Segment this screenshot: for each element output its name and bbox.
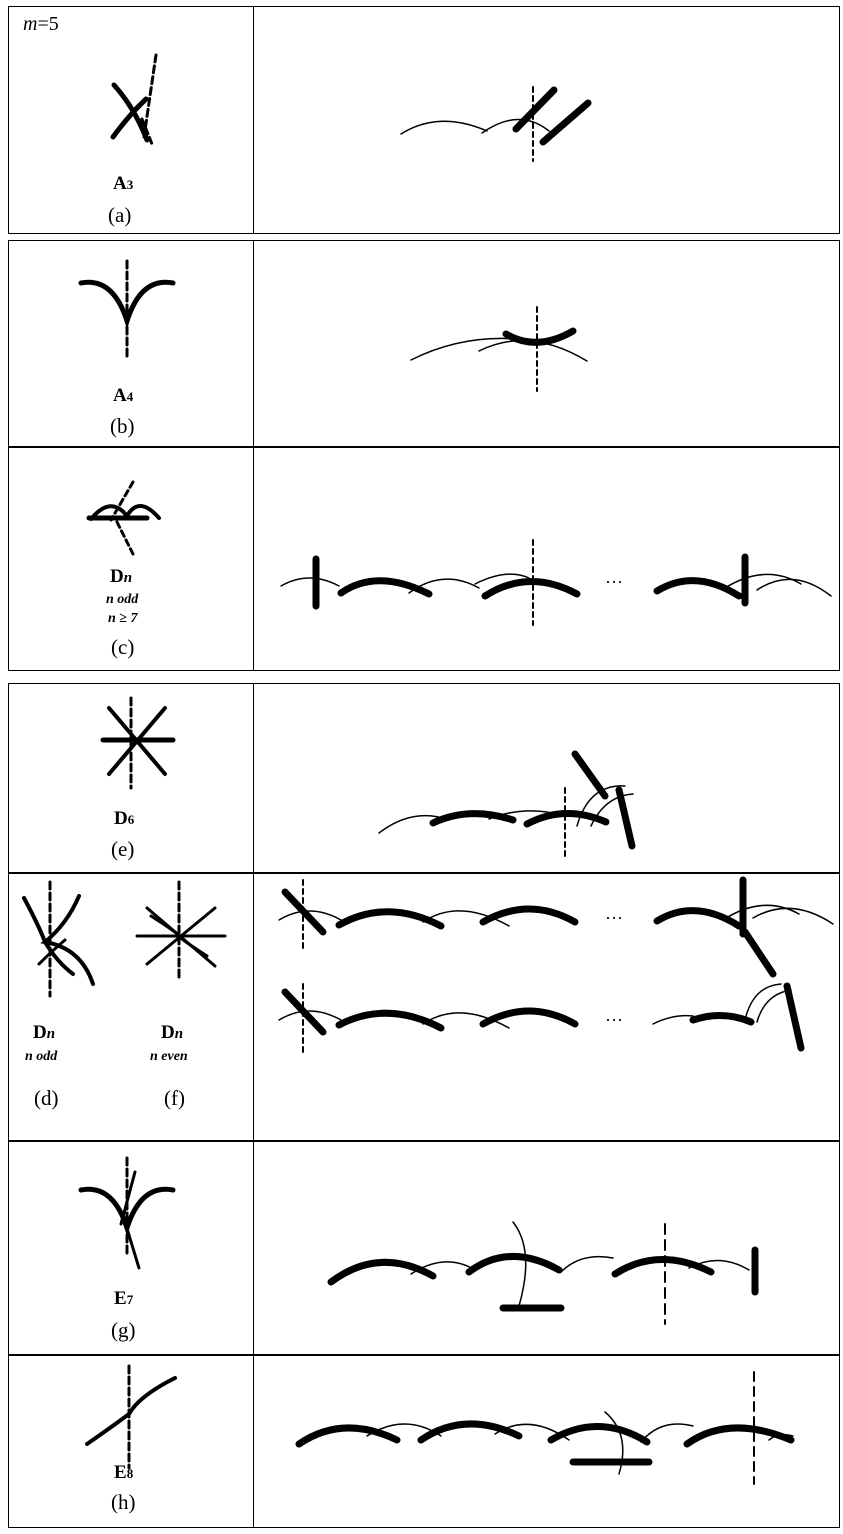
row-a4: A4 (b) bbox=[8, 240, 840, 447]
column-divider bbox=[253, 684, 254, 872]
ellipsis: ··· bbox=[605, 1010, 623, 1030]
ellipsis: ··· bbox=[605, 908, 623, 928]
column-divider bbox=[253, 7, 254, 233]
caption-h: (h) bbox=[111, 1490, 136, 1514]
diagram-a3 bbox=[110, 53, 592, 162]
condition-n-ge-7: n ≥ 7 bbox=[108, 611, 138, 626]
diagram-dn-pair: ··· ··· bbox=[22, 876, 834, 1057]
condition-n-odd: n odd bbox=[25, 1049, 58, 1064]
row-e7: E7 (g) bbox=[8, 1141, 840, 1355]
column-divider bbox=[253, 241, 254, 446]
column-divider bbox=[253, 1142, 254, 1354]
row-d6: D6 (e) bbox=[8, 683, 840, 873]
column-divider bbox=[253, 1356, 254, 1527]
caption-c: (c) bbox=[111, 635, 135, 659]
a3-bar-2 bbox=[539, 99, 592, 146]
ellipsis: ··· bbox=[605, 572, 623, 592]
caption-e: (e) bbox=[111, 837, 135, 861]
row-a3: m=5 A3 (a) bbox=[8, 6, 840, 234]
m-label: m=5 bbox=[23, 13, 59, 35]
diagram-dn-c: ··· bbox=[86, 480, 832, 626]
row-dn-c: ··· Dn n odd n ≥ 7 (c) bbox=[8, 447, 840, 671]
d6-bar-1 bbox=[571, 750, 609, 800]
figure-table: m=5 A3 (a) bbox=[8, 6, 840, 1528]
caption-a: (a) bbox=[108, 203, 132, 227]
singularity-label-f: Dn bbox=[161, 1022, 184, 1043]
row-dn-pair: ··· ··· Dn n odd (d) Dn n even (f) bbox=[8, 873, 840, 1141]
a3-bar-1 bbox=[512, 86, 558, 133]
diagram-a4 bbox=[78, 259, 588, 392]
caption-d: (d) bbox=[34, 1086, 59, 1110]
a3-strand-right bbox=[110, 96, 149, 140]
caption-g: (g) bbox=[111, 1318, 136, 1342]
column-divider bbox=[253, 874, 254, 1140]
diagram-d6 bbox=[100, 696, 636, 861]
diagram-e7 bbox=[78, 1156, 759, 1325]
condition-n-odd: n odd bbox=[106, 592, 139, 607]
singularity-label: D6 bbox=[114, 808, 135, 829]
condition-n-even: n even bbox=[150, 1049, 188, 1064]
singularity-label: A4 bbox=[113, 385, 134, 406]
singularity-label-d: Dn bbox=[33, 1022, 56, 1043]
singularity-label: A3 bbox=[113, 173, 134, 194]
d6-bar-2 bbox=[615, 786, 636, 850]
singularity-label: E8 bbox=[114, 1462, 134, 1483]
singularity-label: E7 bbox=[114, 1288, 134, 1309]
caption-f: (f) bbox=[164, 1086, 185, 1110]
singularity-label: Dn bbox=[110, 566, 133, 587]
a3-arc-2 bbox=[481, 118, 550, 134]
diagram-e8 bbox=[85, 1364, 795, 1485]
column-divider bbox=[253, 448, 254, 670]
row-e8: E8 (h) bbox=[8, 1355, 840, 1528]
a3-arc-1 bbox=[400, 120, 488, 135]
a3-axis bbox=[142, 53, 158, 139]
caption-b: (b) bbox=[110, 414, 135, 438]
a4-bar bbox=[502, 327, 577, 346]
